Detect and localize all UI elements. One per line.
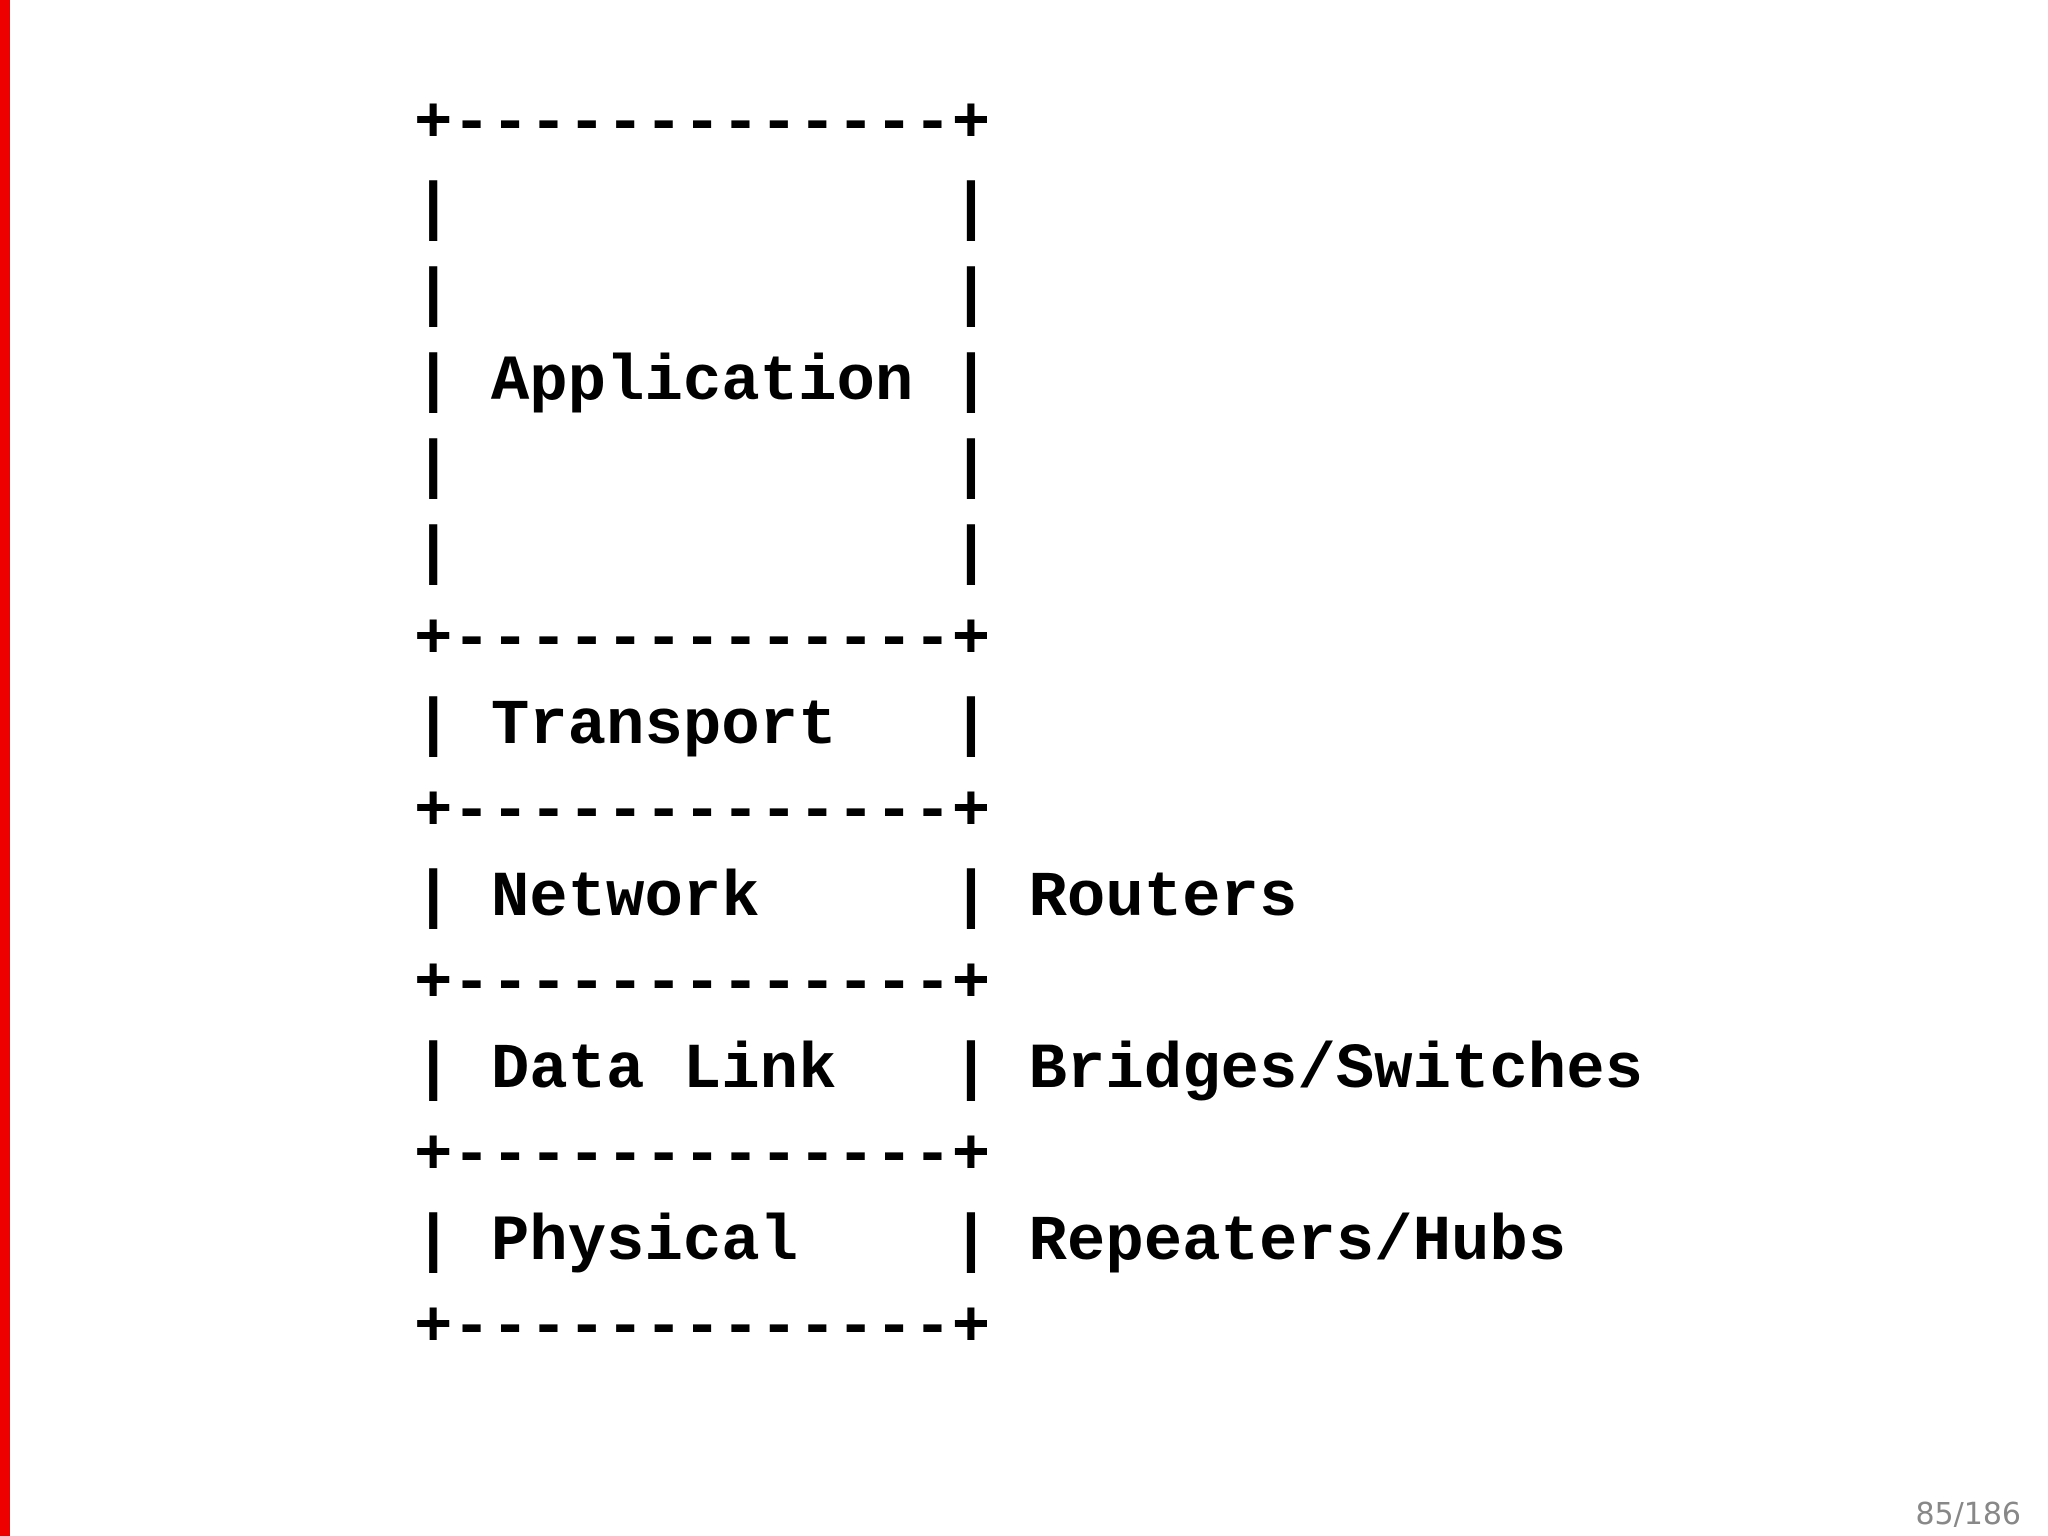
network-layers-ascii-diagram: +-------------+ | | | | | Application | … — [414, 89, 1643, 1365]
left-accent-bar — [0, 0, 10, 1536]
page-indicator: 85/186 — [1915, 1497, 2021, 1532]
